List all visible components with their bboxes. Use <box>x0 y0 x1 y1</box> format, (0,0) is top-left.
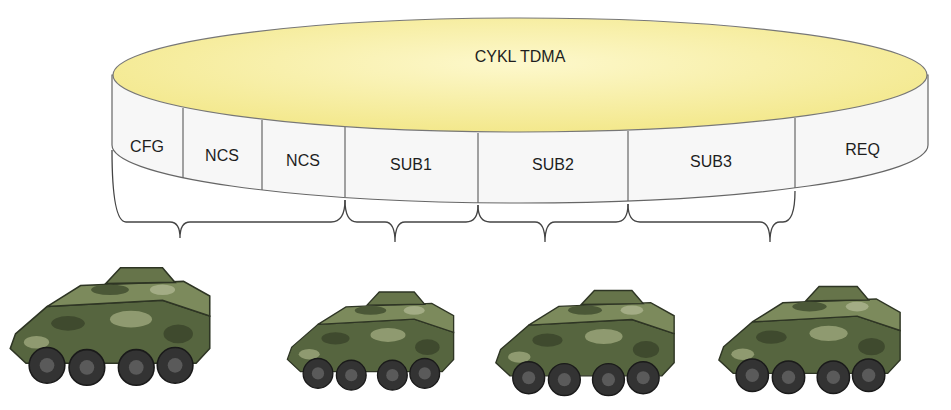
slot-cfg: CFG <box>126 136 168 158</box>
slot-label: SUB2 <box>532 156 574 174</box>
cycle-ellipse: CYKL TDMA <box>112 17 928 133</box>
slot-label: NCS <box>205 147 239 165</box>
slot-sub: SUB2 <box>528 154 578 176</box>
slot-label: SUB3 <box>690 153 732 171</box>
slot-label: CFG <box>130 138 164 156</box>
slot-ncs: NCS <box>201 145 243 167</box>
slot-label: REQ <box>845 141 880 159</box>
vehicle-2 <box>287 292 453 390</box>
slot-req: REQ <box>841 139 884 161</box>
slot-label: CYKL TDMA <box>475 48 566 66</box>
slot-sub: SUB3 <box>686 151 736 173</box>
vehicle-4 <box>719 287 900 394</box>
slot-sub: SUB1 <box>386 154 436 176</box>
ellipse-outline <box>112 17 928 133</box>
vehicle-1 <box>10 268 210 386</box>
slot-label: NCS <box>286 152 320 170</box>
vehicle-3 <box>496 290 674 395</box>
slot-ncs: NCS <box>282 150 324 172</box>
slot-label: SUB1 <box>390 156 432 174</box>
